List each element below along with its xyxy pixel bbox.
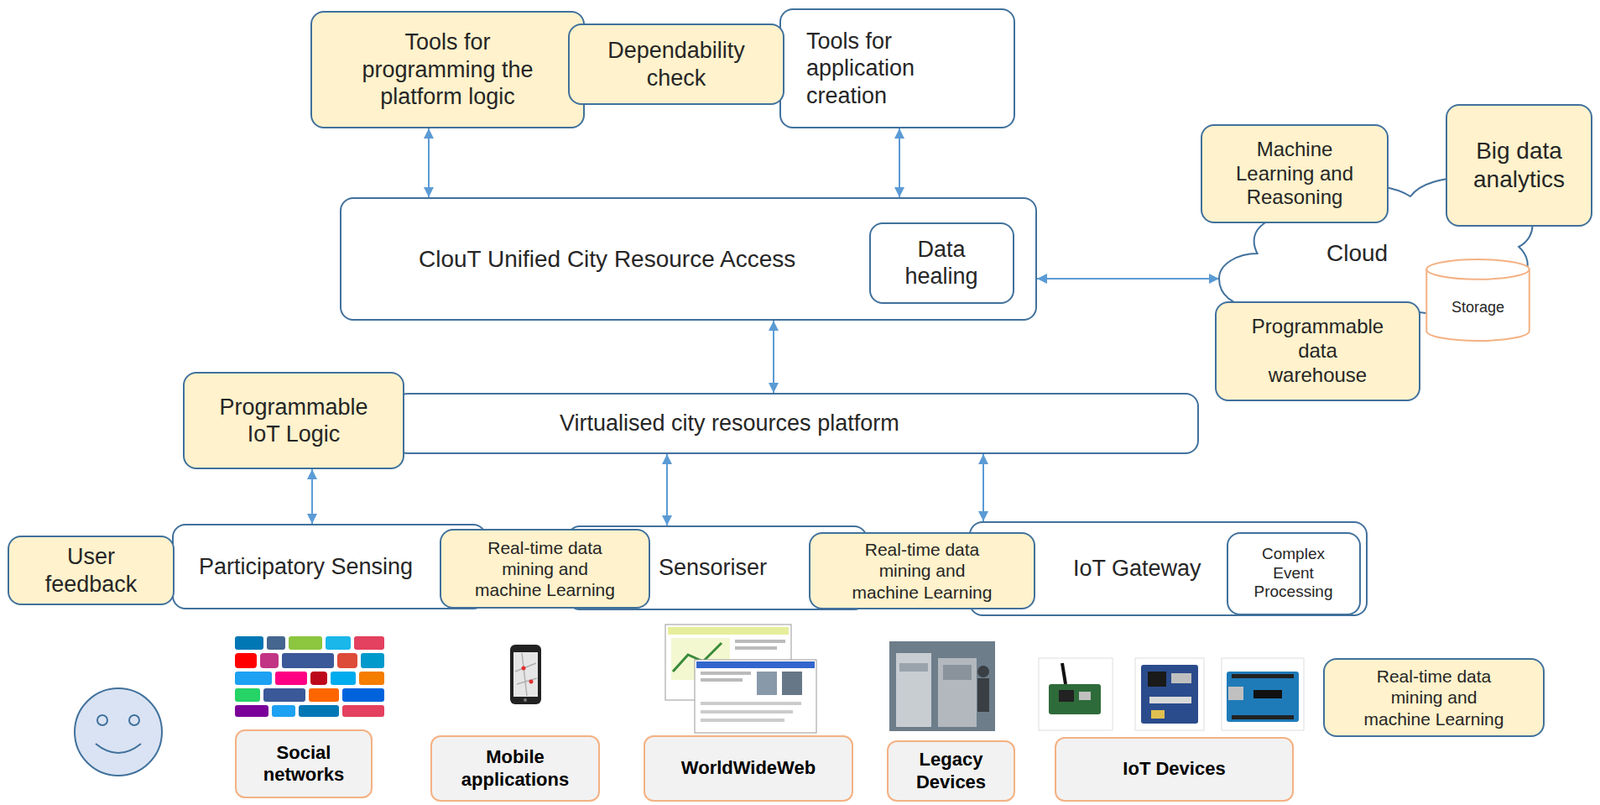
node-text: Mobile applications	[452, 745, 579, 791]
node-text: User feedback	[36, 542, 146, 598]
platform-bar: Virtualised city resources platform	[394, 392, 1199, 454]
mining-box: Real-time data mining and machine Learni…	[1323, 657, 1545, 737]
check-box: Dependability check	[568, 23, 785, 105]
iot-device-photos	[1038, 657, 1304, 730]
feedback-box: User feedback	[7, 535, 175, 605]
node-text: WorldWideWeb	[681, 756, 816, 779]
connector-arrow	[898, 128, 901, 198]
phone-icon	[510, 644, 542, 704]
mining-box: Real-time data mining and machine Learni…	[808, 531, 1036, 610]
node-text: Machine Learning and Reasoning	[1219, 137, 1371, 210]
source-box: IoT Devices	[1054, 736, 1294, 802]
source-box: Mobile applications	[430, 734, 600, 802]
logic-box: Programmable IoT Logic	[182, 371, 405, 470]
node-text: Complex Event Processing	[1247, 544, 1340, 602]
module-box: Complex Event Processing	[1226, 531, 1361, 615]
node-text: Big data analytics	[1460, 136, 1579, 193]
social-logos	[230, 632, 388, 732]
node-text: Participatory Sensing	[198, 552, 413, 580]
node-text: Sensoriser	[658, 553, 767, 581]
node-text: Programmable data warehouse	[1248, 314, 1387, 387]
node-text: Tools for programming the platform logic	[349, 28, 547, 110]
storage-cylinder: Storage	[1425, 258, 1531, 342]
node-text: IoT Devices	[1122, 757, 1225, 780]
connector-arrow	[427, 128, 430, 198]
connector-arrow	[1037, 277, 1220, 280]
source-box: Social networks	[234, 729, 373, 798]
node-text: Cloud	[1326, 239, 1388, 268]
node-text: Virtualised city resources platform	[559, 409, 900, 437]
tool-box: Tools for programming the platform logic	[310, 10, 585, 129]
connector-arrow	[772, 320, 775, 393]
node-text: Real-time data mining and machine Learni…	[846, 538, 998, 603]
node-text: Legacy Devices	[905, 748, 998, 793]
tool-box: Tools for application creation	[779, 8, 1016, 129]
cloud-shape: CloudMachine Learning and ReasoningBig d…	[1219, 152, 1538, 321]
access-layer-box: ClouT Unified City Resource Access Data h…	[339, 197, 1038, 321]
node-text: Tools for application creation	[806, 27, 966, 110]
user-smiley	[74, 687, 162, 776]
service-box: Machine Learning and Reasoning	[1200, 124, 1389, 224]
node-text: Storage	[1451, 298, 1505, 318]
service-box: Programmable data warehouse	[1214, 301, 1421, 402]
connector-arrow	[982, 453, 985, 522]
node-text: Social networks	[244, 741, 363, 787]
service-box: Big data analytics	[1445, 104, 1593, 227]
web-pages	[665, 624, 817, 733]
node-text: Programmable IoT Logic	[209, 393, 378, 449]
node-text: Data healing	[882, 235, 1001, 291]
source-box: WorldWideWeb	[643, 734, 854, 802]
mining-box: Real-time data mining and machine Learni…	[439, 528, 651, 609]
node-text: Real-time data mining and machine Learni…	[1358, 665, 1510, 730]
node-text: Dependability check	[592, 36, 761, 92]
legacy-photo	[889, 641, 996, 731]
node-text: IoT Gateway	[1073, 554, 1202, 582]
node-text: Real-time data mining and machine Learni…	[469, 536, 621, 601]
node-text: ClouT Unified City Resource Access	[418, 244, 796, 274]
connector-arrow	[666, 453, 668, 526]
source-box: Legacy Devices	[886, 740, 1016, 802]
module-box: Data healing	[869, 222, 1015, 304]
connector-arrow	[311, 469, 313, 524]
